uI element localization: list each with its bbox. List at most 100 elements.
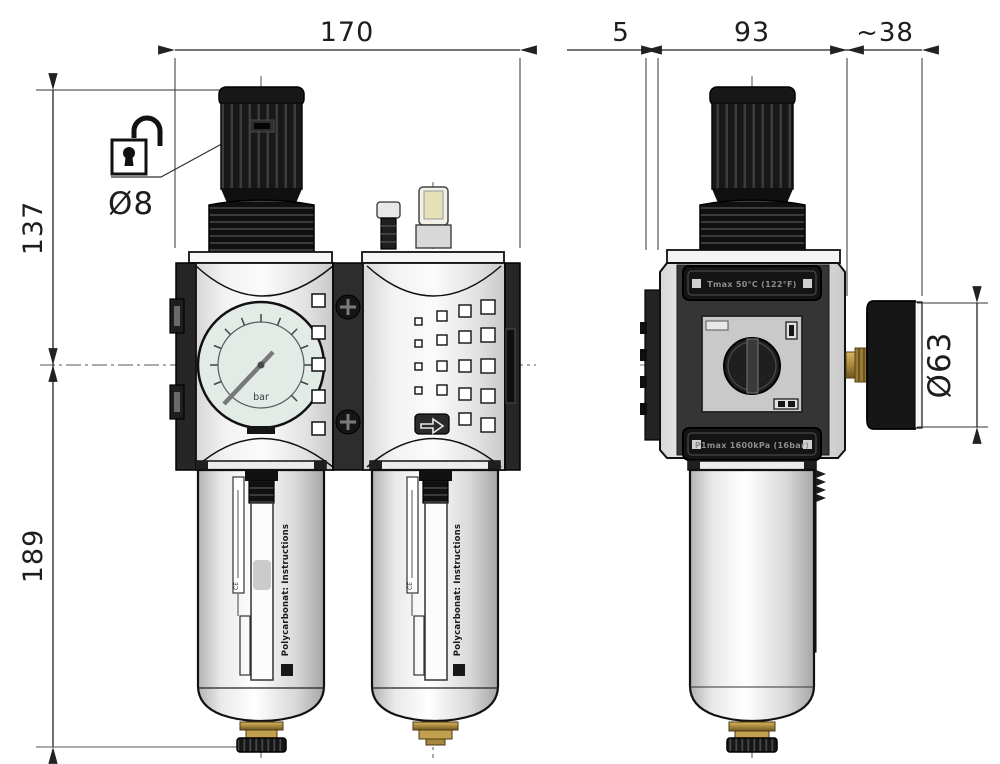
vent-square: [311, 357, 326, 372]
ce-mark: CE: [233, 582, 240, 590]
bayonet-tab: [688, 461, 700, 470]
temperature-rating-label: Tmax 50°C (122°F): [707, 280, 797, 289]
drain-brass-step: [245, 729, 278, 739]
plate-rivet: [692, 440, 701, 449]
vent-square: [311, 325, 326, 340]
oil-adjust-cap: [376, 201, 401, 219]
lubricator-module: [361, 186, 521, 471]
dimension-gauge-diameter-63: Ø63: [917, 286, 988, 444]
pressure-rating-label: P1max 1600kPa (16bar): [695, 441, 809, 450]
ce-mark: CE: [407, 582, 414, 590]
vent-square: [436, 310, 448, 322]
vent-square: [414, 317, 423, 326]
bracket-teeth: [816, 470, 826, 502]
drain-brass-body: [239, 721, 284, 731]
drain-brass-tip: [425, 738, 446, 746]
bowl-body: [688, 468, 816, 723]
vent-square-column: [311, 293, 326, 436]
stem-knurl-lines: [858, 348, 865, 382]
port-slot: [174, 392, 180, 412]
pressure-gauge-side: Ø63: [845, 286, 988, 444]
knob-taper: [712, 189, 793, 203]
bayonet-tab: [370, 461, 382, 470]
vent-square: [414, 339, 423, 348]
gauge-needle: [222, 350, 275, 406]
screw-cross: [340, 299, 356, 315]
clamp-arc-bottom: [195, 437, 334, 468]
bayonet-tab: [488, 461, 500, 470]
vent-square: [414, 362, 423, 371]
dimension-gauge-depth-38: ~38: [830, 18, 939, 296]
dimension-value: 189: [18, 529, 49, 584]
condensate-shade: [253, 560, 271, 590]
element-cap: [245, 471, 278, 481]
knob-taper: [221, 189, 302, 203]
side-rib-cap: [644, 289, 662, 441]
temperature-plate: Tmax 50°C (122°F): [682, 265, 822, 301]
drain-knurled-knob: [236, 737, 287, 753]
clamp-arc-bottom: [366, 437, 502, 468]
bowl-material-label: Polycarbonat: Instructions: [453, 524, 463, 656]
drain-brass-step: [734, 730, 770, 739]
element-ribbed-nut: [248, 480, 275, 504]
vent-square: [436, 360, 448, 372]
marking-glyph: [788, 401, 795, 407]
drain-brass-body: [728, 721, 776, 732]
dimension-value: Ø63: [922, 332, 958, 399]
regulator-knob-front: [208, 86, 315, 253]
bayonet-tab: [196, 461, 208, 470]
clamp-arc-top: [366, 265, 502, 297]
plate-rivet: [692, 279, 701, 288]
rib-notch: [640, 403, 647, 415]
dimension-value: ~38: [856, 18, 914, 48]
drain-brass-step: [418, 729, 453, 740]
gauge-unit-label: bar: [253, 392, 269, 403]
top-flange: [188, 251, 333, 264]
drain-rod-bracket: [239, 615, 251, 676]
dimension-value: 137: [18, 201, 49, 256]
dimension-body-93: 93: [641, 17, 864, 296]
marking-glyph: [778, 401, 785, 407]
dimension-value: 170: [320, 17, 375, 48]
plate-rivet: [803, 279, 812, 288]
vent-square: [458, 330, 472, 344]
divider-strip: [332, 262, 364, 471]
front-view: 170 137 189 Ø8: [18, 17, 537, 764]
vent-square: [414, 386, 423, 395]
lubricator-bowl-front: CE Polycarbonat: Instructions: [369, 460, 501, 746]
pressure-plate: P1max 1600kPa (16bar): [682, 427, 822, 461]
marking-badge: [773, 398, 799, 410]
lubricator-vent-grid: [414, 299, 496, 433]
module-divider: [332, 262, 364, 471]
plate-border: [687, 270, 817, 296]
gauge-bottom-tab: [247, 426, 275, 434]
vent-square: [458, 304, 472, 318]
lock-window-slot: [254, 123, 270, 129]
bayonet-tab: [804, 461, 816, 470]
bowl-collar: [369, 460, 501, 471]
lock-callout: Ø8: [108, 115, 252, 222]
marking-glyph: [789, 325, 794, 336]
plate: [682, 427, 822, 461]
rib-notch: [640, 349, 647, 361]
vent-square: [480, 327, 496, 343]
dimension-value: 5: [612, 18, 630, 48]
vent-square: [480, 417, 496, 433]
dimension-offset-5: 5: [567, 18, 662, 250]
top-flange: [666, 249, 841, 264]
bonnet-knurled: [699, 199, 806, 253]
sight-tube: [424, 502, 448, 681]
dimension-height-189: 189: [18, 348, 242, 764]
flow-direction-badge: [414, 413, 450, 435]
gauge-glass-edge: [914, 301, 923, 429]
dome-collar: [415, 224, 452, 249]
sight-dome-inner: [423, 190, 444, 220]
drain-rod-bracket: [413, 615, 425, 676]
side-view: 5 93 ~38: [567, 17, 988, 758]
vent-square: [458, 387, 472, 401]
vent-square: [480, 358, 496, 374]
padlock-shackle-icon: [131, 115, 163, 146]
clamp-arc-top: [195, 265, 334, 297]
